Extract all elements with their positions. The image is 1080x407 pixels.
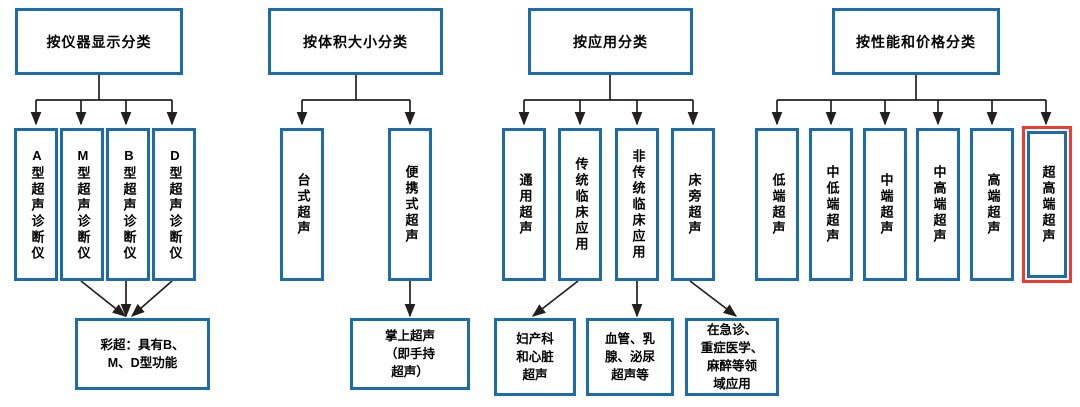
node-b-type[interactable]: B型超声诊断仪 xyxy=(106,128,150,281)
node-a-type[interactable]: A型超声诊断仪 xyxy=(14,128,58,281)
node-mid-end[interactable]: 中端超声 xyxy=(863,128,907,281)
node-vascular-breast-urology[interactable]: 血管、乳 腺、泌尿 超声等 xyxy=(586,318,674,396)
node-general-ultrasound[interactable]: 通用超声 xyxy=(502,128,546,281)
node-handheld-ultrasound[interactable]: 掌上超声 （即手持 超声） xyxy=(350,318,470,390)
node-d-type[interactable]: D型超声诊断仪 xyxy=(152,128,196,281)
node-emergency-icu-anesthesia[interactable]: 在急诊、 重症医学、 麻醉等领 域应用 xyxy=(685,318,779,396)
group-header-by-application[interactable]: 按应用分类 xyxy=(528,8,693,75)
node-ultra-high-end[interactable]: 超高端超声 xyxy=(1022,126,1072,283)
node-point-of-care-ultrasound[interactable]: 床旁超声 xyxy=(671,128,715,281)
node-ob-gyn-cardiac[interactable]: 妇产科 和心脏 超声 xyxy=(494,318,576,396)
node-desktop-ultrasound[interactable]: 台式超声 xyxy=(280,128,324,281)
group-header-by-performance-price[interactable]: 按性能和价格分类 xyxy=(832,8,1000,75)
node-m-type[interactable]: M型超声诊断仪 xyxy=(60,128,104,281)
node-mid-high-end[interactable]: 中高端超声 xyxy=(916,128,960,281)
group-header-by-display[interactable]: 按仪器显示分类 xyxy=(15,8,183,75)
node-ultra-high-end-label: 超高端超声 xyxy=(1027,131,1067,278)
node-low-end[interactable]: 低端超声 xyxy=(755,128,799,281)
node-color-doppler[interactable]: 彩超：具有B、 M、D型功能 xyxy=(75,318,210,390)
node-portable-ultrasound[interactable]: 便携式超声 xyxy=(388,128,432,281)
group-header-by-size[interactable]: 按体积大小分类 xyxy=(268,8,443,75)
node-traditional-clinical[interactable]: 传统临床应用 xyxy=(558,128,602,281)
node-mid-low-end[interactable]: 中低端超声 xyxy=(809,128,853,281)
node-nontraditional-clinical[interactable]: 非传统临床应用 xyxy=(615,128,659,281)
node-high-end[interactable]: 高端超声 xyxy=(970,128,1014,281)
